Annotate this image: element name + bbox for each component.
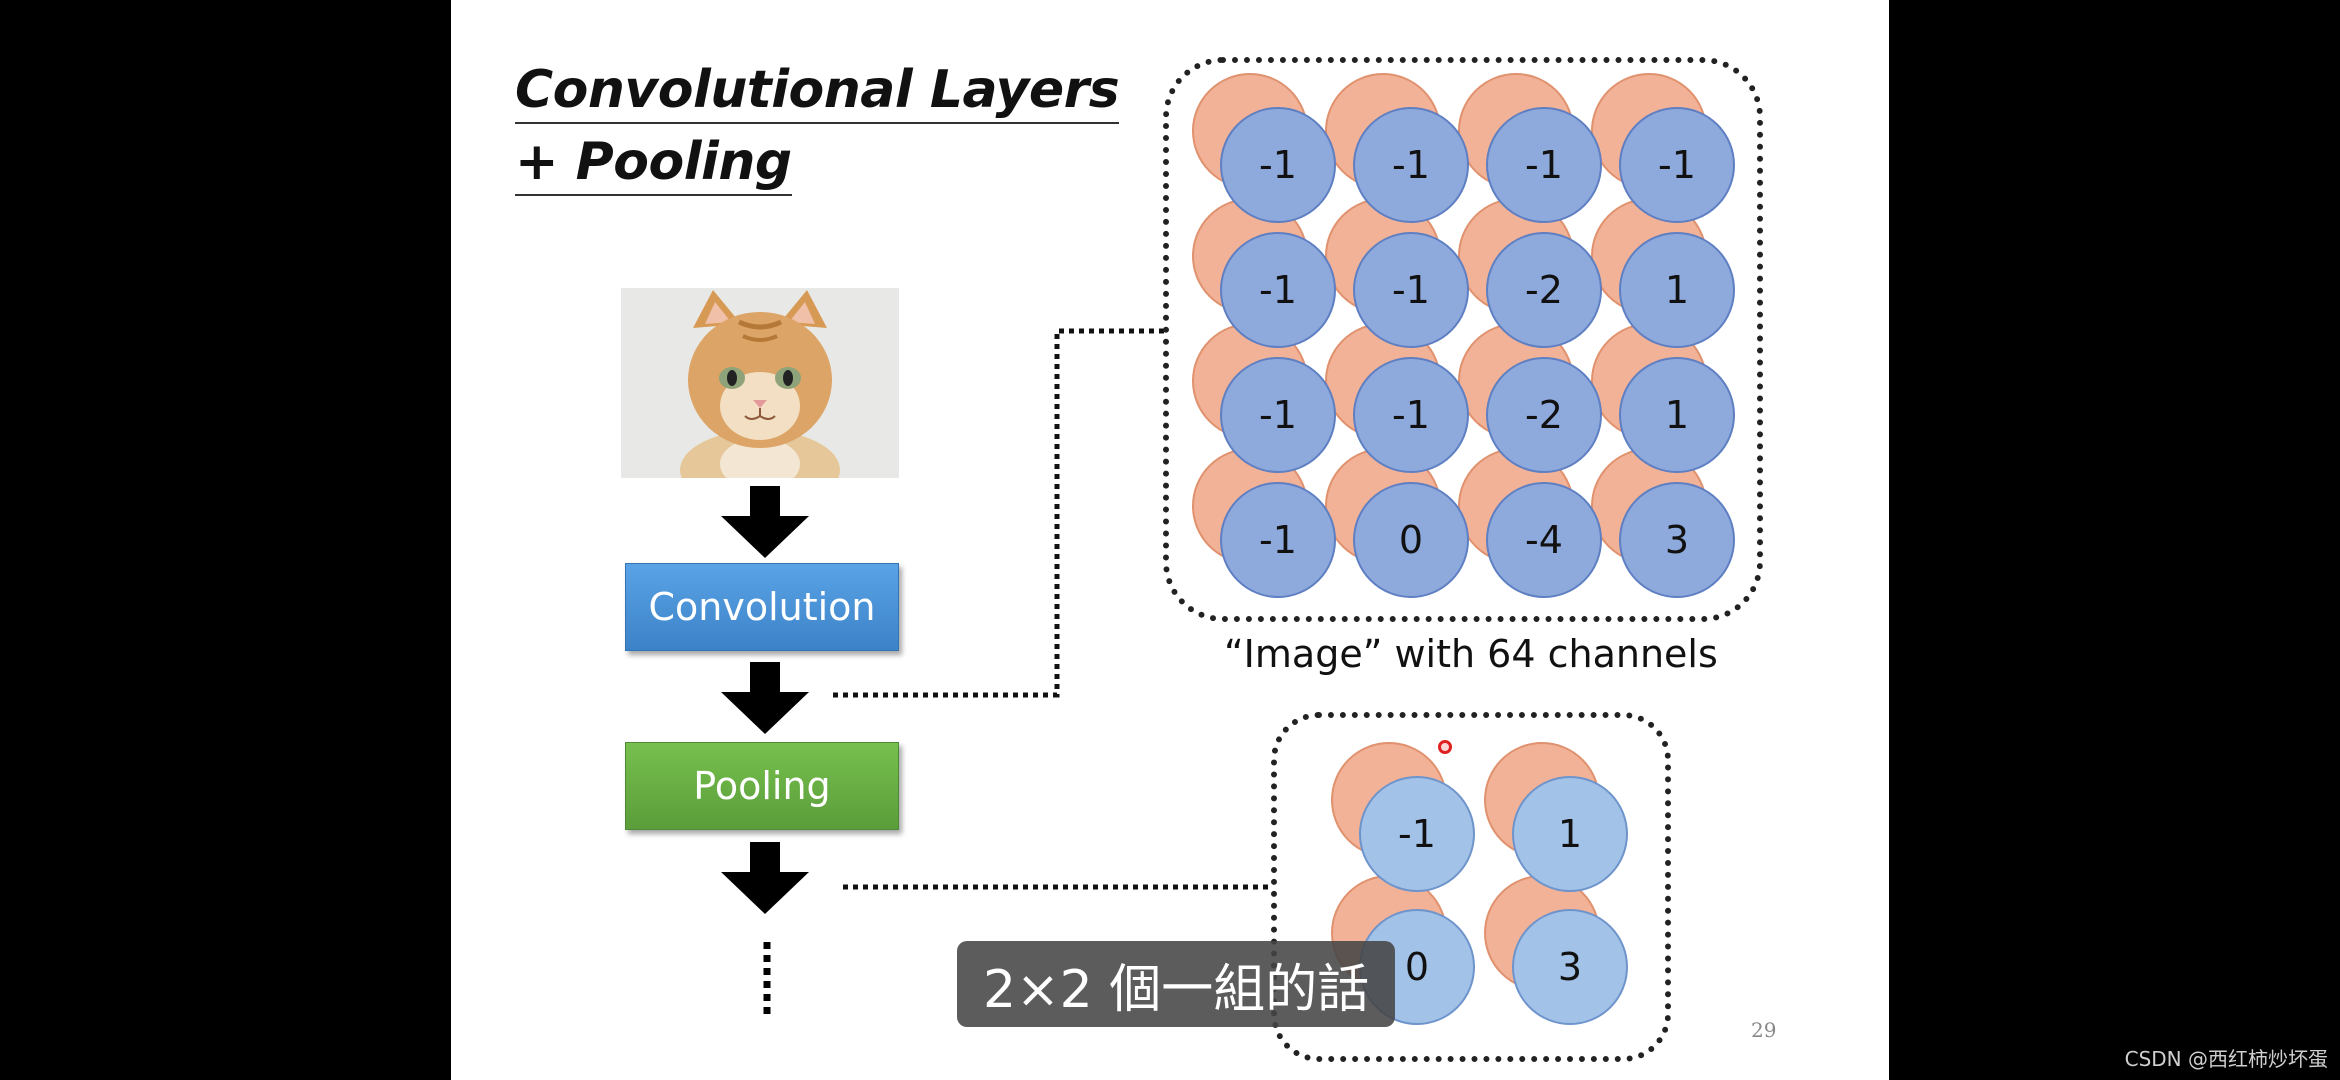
slide-title-line-2: + Pooling	[515, 132, 792, 196]
grid-cell: 1	[1512, 776, 1628, 892]
cat-image	[621, 288, 899, 478]
slide: Convolutional Layers + Pooling	[451, 0, 1889, 1080]
pooled-box	[1271, 712, 1671, 1062]
pooling-block: Pooling	[625, 742, 899, 830]
grid-cell: -1	[1220, 357, 1336, 473]
grid-cell: -1	[1486, 107, 1602, 223]
grid-cell: -1	[1359, 776, 1475, 892]
down-arrow-icon	[721, 842, 809, 914]
page-number: 29	[1751, 1018, 1777, 1042]
grid-cell: 3	[1512, 909, 1628, 1025]
grid-cell: 1	[1619, 357, 1735, 473]
grid-cell: -1	[1353, 107, 1469, 223]
pointer-cursor-icon	[1438, 740, 1452, 754]
grid-cell: -1	[1353, 232, 1469, 348]
connector-pool-to-pooled	[843, 884, 1273, 890]
grid-cell: -2	[1486, 232, 1602, 348]
grid-cell: -1	[1353, 357, 1469, 473]
grid-cell: 1	[1619, 232, 1735, 348]
vertical-ellipsis-icon	[763, 942, 771, 1018]
grid-cell: -1	[1220, 232, 1336, 348]
down-arrow-icon	[721, 486, 809, 558]
channels-box	[1163, 57, 1763, 622]
grid-cell: -1	[1220, 107, 1336, 223]
down-arrow-icon	[721, 662, 809, 734]
grid-cell: -1	[1619, 107, 1735, 223]
watermark: CSDN @西红柿炒坏蛋	[2124, 1047, 2328, 1071]
connector-conv-to-channels	[833, 328, 1167, 698]
grid-cell: 3	[1619, 482, 1735, 598]
grid-cell: 0	[1353, 482, 1469, 598]
grid-cell: -2	[1486, 357, 1602, 473]
grid-cell: -4	[1486, 482, 1602, 598]
slide-title-line-1: Convolutional Layers	[515, 60, 1120, 124]
video-subtitle: 2×2 個一組的話	[957, 941, 1396, 1027]
channels-caption: “Image” with 64 channels	[1224, 632, 1718, 676]
grid-cell: -1	[1220, 482, 1336, 598]
convolution-block: Convolution	[625, 563, 899, 651]
